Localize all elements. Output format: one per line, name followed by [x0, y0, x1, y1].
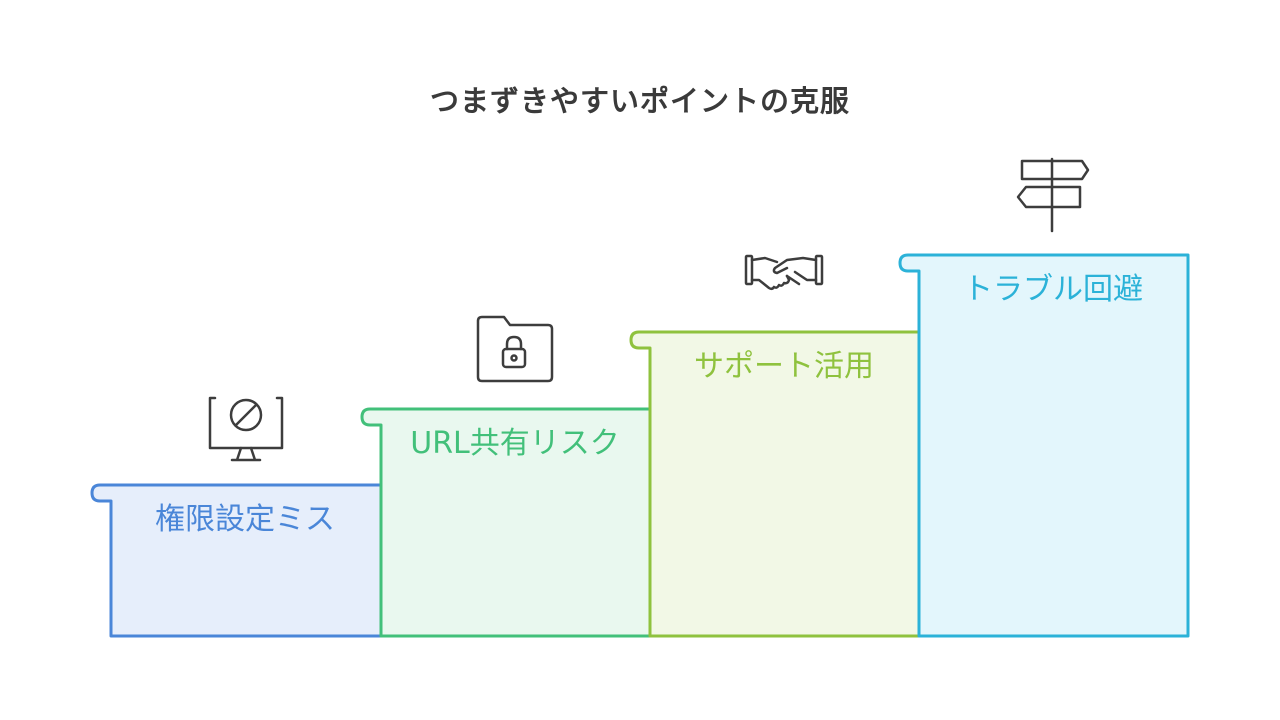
locked-folder-icon	[476, 315, 554, 383]
step-4-block	[898, 253, 1190, 638]
step-4-label: トラブル回避	[963, 272, 1143, 307]
blocked-monitor-icon	[208, 396, 284, 462]
step-2-block	[360, 407, 652, 638]
step-3-block	[629, 330, 921, 638]
diagram-title: つまずきやすいポイントの克服	[429, 84, 850, 118]
step-2-label: URL共有リスク	[410, 426, 620, 461]
step-3-label: サポート活用	[694, 349, 874, 384]
signpost-icon	[1016, 157, 1090, 233]
step-1-block	[90, 483, 383, 638]
handshake-icon	[744, 254, 824, 291]
step-1-label: 権限設定ミス	[155, 502, 335, 537]
